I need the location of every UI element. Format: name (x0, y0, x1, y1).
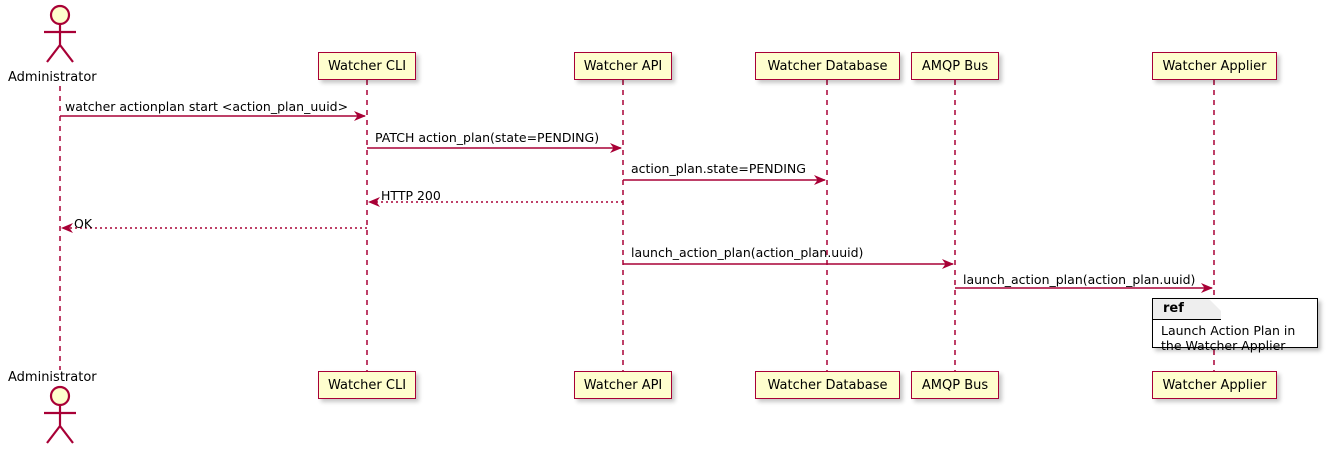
participant-box-watcher-applier-bottom[interactable]: Watcher Applier (1152, 371, 1277, 399)
participant-label-watcher-api-bottom: Watcher API (583, 377, 663, 393)
participant-box-watcher-api-bottom[interactable]: Watcher API (574, 371, 672, 399)
message-label-5: OK (74, 216, 93, 231)
actor-label-administrator-bottom: Administrator (8, 370, 97, 385)
participant-label-watcher-cli-bottom: Watcher CLI (327, 377, 407, 393)
ref-fragment-text: Launch Action Plan in the Watcher Applie… (1161, 323, 1296, 353)
participant-box-watcher-database-bottom[interactable]: Watcher Database (755, 371, 900, 399)
participant-label-watcher-database-top: Watcher Database (767, 58, 888, 74)
participant-box-amqp-bus-top[interactable]: AMQP Bus (911, 52, 999, 80)
participant-label-watcher-api-top: Watcher API (583, 58, 663, 74)
ref-fragment-tab (1153, 299, 1221, 320)
message-label-3: action_plan.state=PENDING (631, 161, 806, 176)
ref-fragment-tab-label: ref (1163, 301, 1184, 316)
participant-box-watcher-database-top[interactable]: Watcher Database (755, 52, 900, 80)
lifelines (59, 80, 1215, 371)
message-label-1: watcher actionplan start <action_plan_uu… (65, 99, 349, 114)
participant-label-watcher-database-bottom: Watcher Database (767, 377, 888, 393)
message-label-4: HTTP 200 (381, 188, 441, 203)
participant-box-watcher-api-top[interactable]: Watcher API (574, 52, 672, 80)
participant-box-watcher-cli-bottom[interactable]: Watcher CLI (318, 371, 416, 399)
participant-box-watcher-cli-top[interactable]: Watcher CLI (318, 52, 416, 80)
message-label-7: launch_action_plan(action_plan.uuid) (963, 272, 1196, 287)
message-label-2: PATCH action_plan(state=PENDING) (375, 130, 600, 145)
participant-label-amqp-bus-top: AMQP Bus (921, 58, 989, 74)
participant-label-amqp-bus-bottom: AMQP Bus (921, 377, 989, 393)
actor-administrator-bottom-figure (44, 385, 76, 444)
message-label-6: launch_action_plan(action_plan.uuid) (631, 245, 864, 260)
participant-label-watcher-applier-bottom: Watcher Applier (1162, 377, 1267, 393)
message-arrows (60, 111, 1213, 293)
participant-label-watcher-applier-top: Watcher Applier (1162, 58, 1267, 74)
ref-fragment[interactable]: ref Launch Action Plan in the Watcher Ap… (1152, 298, 1318, 353)
actor-label-administrator-top: Administrator (8, 70, 97, 85)
actor-administrator-top-figure (44, 4, 76, 63)
participant-box-watcher-applier-top[interactable]: Watcher Applier (1152, 52, 1277, 80)
participant-label-watcher-cli-top: Watcher CLI (327, 58, 407, 74)
participant-box-amqp-bus-bottom[interactable]: AMQP Bus (911, 371, 999, 399)
